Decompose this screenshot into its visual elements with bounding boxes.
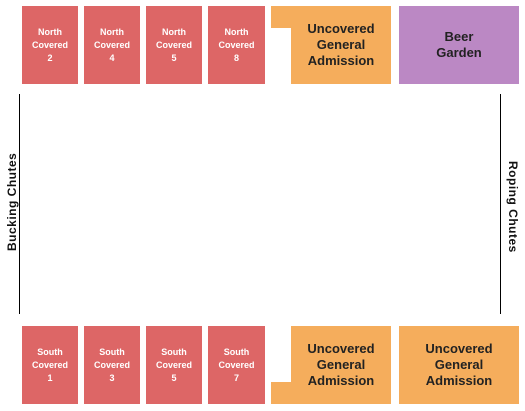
section-south-covered-1[interactable]: South Covered 1 bbox=[22, 326, 78, 404]
section-south-general-admission-left[interactable] bbox=[271, 326, 391, 404]
section-label: South Covered 1 bbox=[31, 346, 68, 383]
section-south-covered-3[interactable]: South Covered 3 bbox=[84, 326, 140, 404]
section-label: North Covered 4 bbox=[93, 26, 130, 63]
section-north-general-admission[interactable] bbox=[271, 6, 391, 84]
section-label: Beer Garden bbox=[436, 29, 482, 60]
section-label: North Covered 5 bbox=[155, 26, 192, 63]
general-admission-shape bbox=[271, 326, 391, 404]
section-north-covered-5[interactable]: North Covered 5 bbox=[146, 6, 202, 84]
general-admission-shape bbox=[271, 6, 391, 84]
section-beer-garden[interactable]: Beer Garden bbox=[399, 6, 519, 84]
section-north-covered-4[interactable]: North Covered 4 bbox=[84, 6, 140, 84]
section-south-general-admission-right[interactable]: Uncovered General Admission bbox=[399, 326, 519, 404]
arena-right-boundary bbox=[500, 94, 501, 314]
section-label: South Covered 3 bbox=[93, 346, 130, 383]
section-label: South Covered 7 bbox=[218, 346, 255, 383]
section-south-covered-5[interactable]: South Covered 5 bbox=[146, 326, 202, 404]
roping-chutes-label: Roping Chutes bbox=[506, 161, 520, 253]
section-north-covered-2[interactable]: North Covered 2 bbox=[22, 6, 78, 84]
arena-left-boundary bbox=[19, 94, 20, 314]
section-label: Uncovered General Admission bbox=[425, 341, 493, 388]
section-south-covered-7[interactable]: South Covered 7 bbox=[208, 326, 265, 404]
section-label: North Covered 8 bbox=[218, 26, 255, 63]
section-label: North Covered 2 bbox=[31, 26, 68, 63]
section-label: South Covered 5 bbox=[155, 346, 192, 383]
section-north-covered-8[interactable]: North Covered 8 bbox=[208, 6, 265, 84]
bucking-chutes-label: Bucking Chutes bbox=[5, 152, 19, 251]
